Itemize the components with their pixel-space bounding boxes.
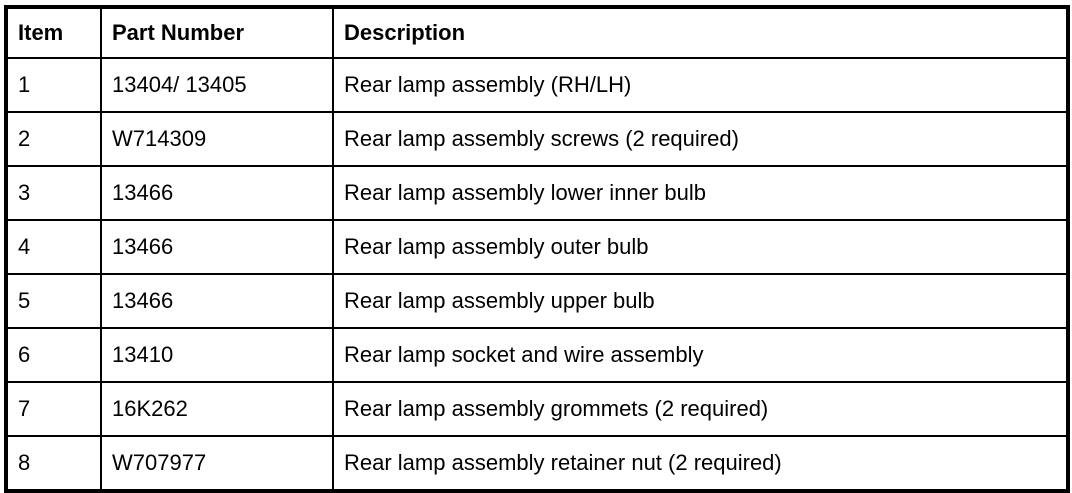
item-cell: 1 — [5, 57, 102, 113]
part-number-cell: W714309 — [100, 111, 334, 167]
column-header-description: Description — [332, 6, 1069, 59]
table-row: 3 13466 Rear lamp assembly lower inner b… — [5, 165, 1069, 221]
table-row: 7 16K262 Rear lamp assembly grommets (2 … — [5, 381, 1069, 437]
item-cell: 2 — [5, 111, 102, 167]
description-cell: Rear lamp socket and wire assembly — [332, 327, 1069, 383]
table-row: 5 13466 Rear lamp assembly upper bulb — [5, 273, 1069, 329]
item-cell: 3 — [5, 165, 102, 221]
description-cell: Rear lamp assembly outer bulb — [332, 219, 1069, 275]
part-number-cell: 13466 — [100, 219, 334, 275]
part-number-cell: 16K262 — [100, 381, 334, 437]
item-cell: 5 — [5, 273, 102, 329]
description-cell: Rear lamp assembly screws (2 required) — [332, 111, 1069, 167]
part-number-cell: 13410 — [100, 327, 334, 383]
column-header-item: Item — [5, 6, 102, 59]
description-cell: Rear lamp assembly retainer nut (2 requi… — [332, 435, 1069, 492]
table-row: 1 13404/ 13405 Rear lamp assembly (RH/LH… — [5, 57, 1069, 113]
table-row: 4 13466 Rear lamp assembly outer bulb — [5, 219, 1069, 275]
item-cell: 4 — [5, 219, 102, 275]
item-cell: 6 — [5, 327, 102, 383]
description-cell: Rear lamp assembly grommets (2 required) — [332, 381, 1069, 437]
part-number-cell: W707977 — [100, 435, 334, 492]
table-row: 2 W714309 Rear lamp assembly screws (2 r… — [5, 111, 1069, 167]
header-row: Item Part Number Description — [5, 6, 1069, 59]
part-number-cell: 13466 — [100, 165, 334, 221]
part-number-cell: 13404/ 13405 — [100, 57, 334, 113]
item-cell: 7 — [5, 381, 102, 437]
table-header: Item Part Number Description — [5, 6, 1069, 59]
item-cell: 8 — [5, 435, 102, 492]
description-cell: Rear lamp assembly lower inner bulb — [332, 165, 1069, 221]
column-header-part-number: Part Number — [100, 6, 334, 59]
table-row: 8 W707977 Rear lamp assembly retainer nu… — [5, 435, 1069, 492]
parts-table: Item Part Number Description 1 13404/ 13… — [4, 5, 1070, 493]
table-row: 6 13410 Rear lamp socket and wire assemb… — [5, 327, 1069, 383]
table-body: 1 13404/ 13405 Rear lamp assembly (RH/LH… — [5, 57, 1069, 492]
description-cell: Rear lamp assembly (RH/LH) — [332, 57, 1069, 113]
part-number-cell: 13466 — [100, 273, 334, 329]
description-cell: Rear lamp assembly upper bulb — [332, 273, 1069, 329]
